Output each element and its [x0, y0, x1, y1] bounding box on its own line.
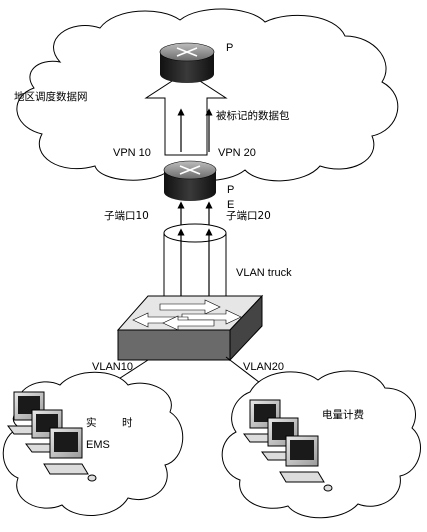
vpn-right-label: VPN 20	[218, 147, 256, 159]
router-icon	[163, 160, 217, 201]
vpn-left-label: VPN 10	[113, 147, 151, 159]
marked-packets-arrow	[144, 71, 228, 156]
marked-packets-label: 被标记的数据包	[216, 109, 290, 122]
subport-right-label: 子端口20	[226, 209, 271, 222]
vlan-right-label: VLAN20	[243, 361, 284, 373]
metering-label: 电量计费	[322, 408, 364, 421]
vlan-trunk-cylinder	[163, 223, 227, 296]
regional-network-label: 地区调度数据网	[14, 90, 88, 103]
computer-icon	[43, 427, 97, 482]
realtime-label-2: 时	[122, 417, 133, 429]
router-mid-sub-label: E	[227, 199, 234, 211]
computer-icon	[279, 435, 333, 492]
router-top-label: P	[226, 42, 233, 54]
switch-icon	[116, 294, 264, 362]
metering-cloud	[221, 370, 421, 519]
computer-icon	[243, 399, 287, 443]
subport-left-label: 子端口10	[104, 209, 149, 222]
realtime-label-3: EMS	[86, 439, 110, 451]
router-mid-label: P	[227, 184, 234, 196]
vlan-left-label: VLAN10	[92, 361, 133, 373]
realtime-label-1: 实	[86, 416, 97, 429]
realtime-ems-cloud	[2, 371, 184, 516]
vlan-trunk-label: VLAN truck	[236, 267, 292, 279]
router-icon	[159, 42, 215, 83]
